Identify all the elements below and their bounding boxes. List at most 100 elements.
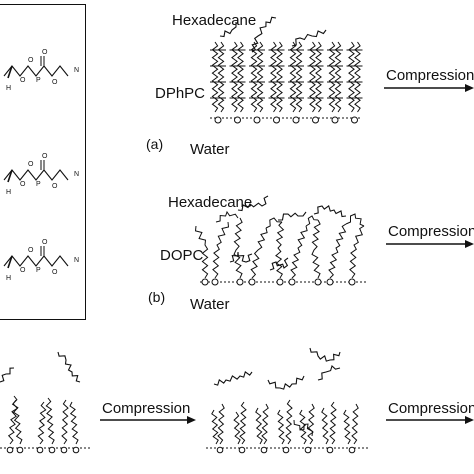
lipid-tail: [299, 409, 307, 445]
dphpc-molecule: [268, 41, 285, 124]
tail-fold: [265, 217, 283, 229]
lipid-headgroup: [314, 278, 322, 286]
lipid-tail: [343, 409, 351, 445]
lipid-tail: [329, 401, 337, 445]
lipid-tail: [212, 221, 230, 279]
lipid-headgroup: [60, 446, 68, 454]
lipid-tail: [295, 41, 303, 113]
lipid-molecule: [261, 403, 269, 445]
lipid-headgroup: [326, 278, 334, 286]
dopc-molecule: [326, 223, 347, 286]
lipid-tail: [290, 225, 308, 279]
compression-arrow-b: [386, 240, 474, 248]
lipid-tail: [11, 395, 23, 445]
lipid-tail: [37, 401, 47, 445]
hexadecane-chain: [267, 375, 305, 390]
hexadecane-chain: [317, 365, 341, 381]
arrow-head: [465, 84, 474, 92]
dopc-molecule: [194, 225, 209, 286]
atom-label: O: [42, 153, 48, 160]
compression-label-c1: Compression: [102, 400, 191, 417]
atom-label: N: [74, 67, 79, 74]
compression-label-a: Compression: [386, 67, 474, 84]
compression-arrow-c1: [100, 416, 196, 424]
bottom-monolayer-left: [0, 395, 92, 454]
hexadecane-chain: [229, 251, 253, 263]
lipid-headgroup: [312, 116, 319, 124]
compression-label-c2: Compression: [388, 400, 474, 417]
panel-label-a: (a): [146, 136, 164, 152]
arrow-head: [187, 416, 196, 424]
lipid-molecule: [277, 409, 290, 454]
dopc-molecule: [233, 217, 244, 286]
lipid-headgroup: [273, 116, 280, 124]
dopc-molecule: [248, 227, 268, 286]
dopc-molecule: [211, 221, 230, 286]
hexadecane-chain: [277, 211, 307, 221]
dopc-molecule: [275, 221, 285, 286]
water-label-b: Water: [190, 296, 230, 313]
lipid-molecule: [36, 401, 47, 454]
lipid-headgroup: [253, 116, 261, 124]
hexadecane-chain: [219, 22, 237, 38]
wedge-bond: [7, 169, 13, 183]
lipid-molecule: [233, 411, 246, 454]
lipid-tail: [354, 41, 361, 113]
double-bond: [40, 246, 45, 256]
lipid-tail: [307, 403, 315, 445]
lipid-molecule: [45, 397, 56, 454]
lipid-headgroup: [234, 116, 241, 124]
hexadecane-chain: [0, 367, 15, 383]
lipid-headgroup: [48, 446, 56, 454]
hexadecane-label-a: Hexadecane: [172, 12, 257, 29]
dopc-monolayer: [194, 210, 368, 286]
lipid-tail: [231, 41, 238, 113]
lipid-tail: [270, 41, 277, 113]
lipid-tail: [311, 219, 321, 279]
lipid-molecule: [217, 403, 225, 445]
atom-label: P: [36, 181, 41, 188]
dphpc-molecule: [229, 41, 246, 124]
lipid-headgroup: [16, 446, 24, 454]
atom-label: O: [28, 247, 34, 254]
lipid-headgroup: [326, 446, 334, 454]
hexadecane-chain: [213, 371, 253, 386]
lipid-tail: [217, 403, 225, 445]
lipid-molecule: [343, 409, 356, 454]
lipid-tail: [277, 409, 285, 445]
wedge-bond: [7, 65, 13, 79]
lipid-headgroup: [276, 278, 284, 286]
lipid-headgroup: [282, 446, 290, 454]
atom-label: O: [28, 57, 34, 64]
lipid-tail: [328, 41, 336, 113]
dopc-molecule: [311, 219, 322, 286]
bottom-monolayer-right: [206, 399, 368, 454]
hexadecane-chain: [309, 347, 341, 362]
lipid-tail: [256, 41, 264, 113]
lipid-tail: [276, 41, 283, 113]
lipid-headgroup: [236, 278, 244, 286]
compression-arrow-a: [384, 84, 474, 92]
lipid-tail: [328, 223, 347, 279]
lipid-tail: [255, 407, 263, 445]
lipid-molecule: [69, 401, 80, 454]
lipid-tail: [194, 225, 209, 279]
arrow-head: [465, 416, 474, 424]
atom-label: N: [74, 257, 79, 264]
atom-label: O: [20, 77, 26, 84]
atom-label: P: [36, 77, 41, 84]
lipid-headgroup: [351, 116, 358, 124]
lipid-molecule: [307, 403, 315, 445]
lipid-headgroup: [211, 278, 219, 286]
lipid-tail: [233, 411, 241, 445]
lipid-molecule: [299, 409, 312, 454]
lipid-headgroup: [6, 446, 14, 454]
lipid-headgroup: [292, 116, 300, 124]
lipid-headgroup: [348, 446, 356, 454]
lipid-headgroup: [260, 446, 268, 454]
lipid-molecule: [60, 399, 69, 454]
lipid-tail: [285, 399, 293, 445]
atom-label: O: [28, 161, 34, 168]
